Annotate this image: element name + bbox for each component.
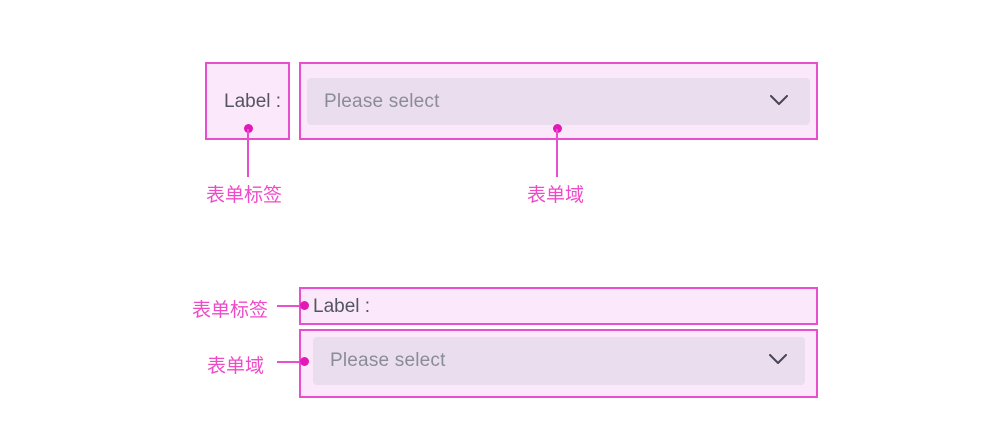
callout-label-vertical-field: 表单域 [207, 355, 265, 377]
callout-line-horizontal-field [556, 129, 558, 177]
chevron-down-icon[interactable] [769, 352, 787, 370]
callout-dot-horizontal-field [553, 124, 562, 133]
horizontal-select-control[interactable]: Please select [307, 78, 810, 125]
callout-label-vertical-label: 表单标签 [192, 299, 269, 321]
callout-label-horizontal-field: 表单域 [527, 184, 585, 206]
vertical-label-region-box [299, 287, 818, 325]
callout-line-vertical-field [277, 361, 303, 363]
callout-line-vertical-label [277, 305, 303, 307]
horizontal-form-label: Label : [224, 91, 282, 112]
callout-dot-vertical-label [300, 301, 309, 310]
vertical-form-label: Label : [313, 296, 371, 317]
callout-line-horizontal-label [247, 129, 249, 177]
callout-label-horizontal-label: 表单标签 [206, 184, 283, 206]
callout-dot-vertical-field [300, 357, 309, 366]
vertical-select-placeholder: Please select [330, 350, 446, 371]
callout-dot-horizontal-label [244, 124, 253, 133]
horizontal-select-placeholder: Please select [324, 90, 440, 112]
vertical-select-control[interactable]: Please select [313, 337, 805, 385]
chevron-down-icon[interactable] [770, 93, 788, 111]
